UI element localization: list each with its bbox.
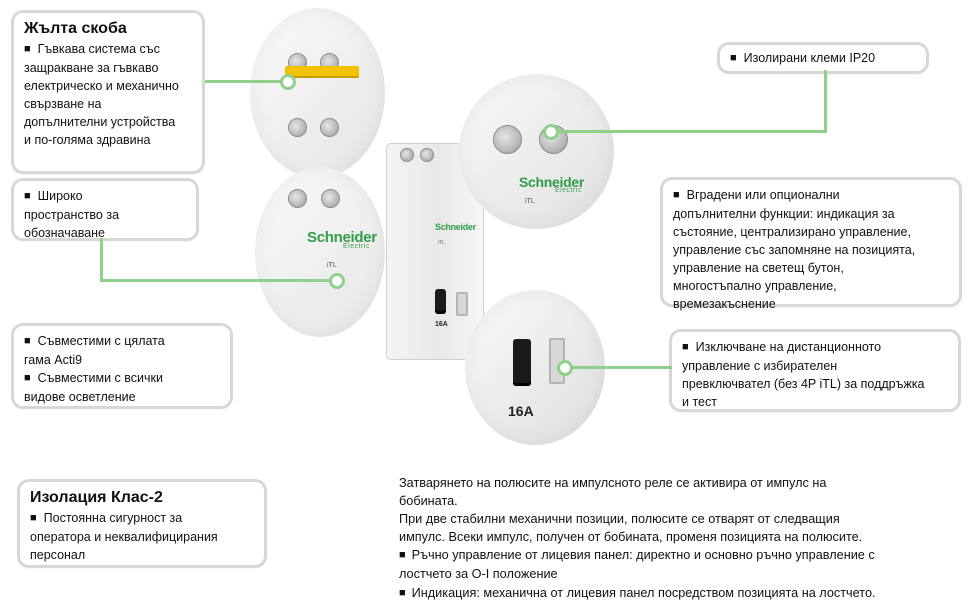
remote-off-line: Изключване на дистанционното <box>682 338 948 357</box>
model-label: iTL <box>327 262 337 269</box>
yellow-clip-image <box>285 66 359 78</box>
wide-space-line: пространство за <box>24 208 120 222</box>
wide-space-feature-box: Широко пространство за обозначаване <box>11 178 199 241</box>
yellow-clip-line: допълнителни устройства <box>24 115 176 129</box>
connector-dot <box>280 74 296 90</box>
yellow-clip-line: защракване за гъвкаво <box>24 61 159 75</box>
compatibility-line: гама Acti9 <box>24 353 83 367</box>
functions-feature-box: Вградени или опционални допълнителни фун… <box>660 177 962 311</box>
functions-line: времезакъснение <box>673 297 776 311</box>
description-line: При две стабилни механични позиции, полю… <box>399 512 840 527</box>
insulation-line: оператора и неквалифицирания <box>30 530 218 544</box>
remote-off-line: и тест <box>682 395 717 409</box>
insulation-feature-box: Изолация Клас-2 Постоянна сигурност за о… <box>17 479 267 568</box>
functions-line: управление на светещ бутон, <box>673 261 844 275</box>
relay-description: Затварянето на полюсите на импулсното ре… <box>399 474 947 601</box>
remote-off-line: превключвател (без 4P iTL) за поддръжка <box>682 377 925 391</box>
description-line: Ръчно управление от лицевия панел: дирек… <box>399 546 947 565</box>
yellow-clip-title: Жълта скоба <box>24 20 127 37</box>
device-toggle-lever <box>435 289 446 314</box>
connector-line <box>205 80 284 83</box>
yellow-clip-line: електрическо и механично <box>24 79 179 93</box>
compatibility-line: Съвместими с всички <box>24 369 220 388</box>
device-rating: 16A <box>435 321 448 328</box>
compatibility-line: видове осветление <box>24 390 136 404</box>
connector-line <box>100 238 103 281</box>
description-line: Затварянето на полюсите на импулсното ре… <box>399 476 827 490</box>
description-line: бобината. <box>399 494 458 509</box>
insulation-title: Изолация Клас-2 <box>30 489 163 506</box>
functions-line: състояние, централизирано управление, <box>673 225 911 239</box>
functions-line: управление със запомняне на позицията, <box>673 243 916 257</box>
connector-dot <box>329 273 345 289</box>
connector-line <box>565 366 672 369</box>
remote-off-line: управление с избирателен <box>682 359 838 373</box>
yellow-clip-photo <box>250 8 385 178</box>
connector-line <box>100 279 335 282</box>
description-line: лостчето за О-I положение <box>399 567 558 582</box>
functions-line: Вградени или опционални <box>673 186 949 205</box>
schneider-logo: Schneider Electric <box>307 229 377 250</box>
compatibility-feature-box: Съвместими с цялата гама Acti9 Съвместим… <box>11 323 233 409</box>
terminal-closeup-photo: Schneider Electric iTL <box>459 74 614 229</box>
connector-line <box>824 70 827 132</box>
yellow-clip-line: Гъвкава система със <box>24 40 192 59</box>
wide-space-line: обозначаване <box>24 226 106 240</box>
functions-line: допълнителни функции: индикация за <box>673 207 895 221</box>
yellow-clip-feature-box: Жълта скоба Гъвкава система със защраква… <box>11 10 205 174</box>
closeup-model-label: iTL <box>525 198 535 205</box>
connector-dot <box>543 124 559 140</box>
yellow-clip-line: и по-голяма здравина <box>24 133 151 147</box>
switch-closeup-photo: 16A <box>465 290 605 445</box>
schneider-logo: Schneider Electric <box>519 174 584 194</box>
label-area-photo: Schneider Electric iTL <box>255 167 385 337</box>
wide-space-line: Широко <box>24 187 186 206</box>
insulation-line: персонал <box>30 548 86 562</box>
functions-line: многостъпално управление, <box>673 279 837 293</box>
terminals-feature-box: Изолирани клеми IP20 <box>717 42 929 74</box>
yellow-clip-line: свързване на <box>24 97 102 111</box>
description-line: импулс. Всеки импулс, получен от бобинат… <box>399 530 863 545</box>
insulation-line: Постоянна сигурност за <box>30 509 254 528</box>
connector-line <box>552 130 827 133</box>
remote-off-feature-box: Изключване на дистанционното управление … <box>669 329 961 412</box>
device-indicator-window <box>456 292 468 316</box>
device-model-label: iTL <box>438 240 445 246</box>
connector-dot <box>557 360 573 376</box>
compatibility-line: Съвместими с цялата <box>24 332 220 351</box>
description-line: Индикация: механична от лицевия панел по… <box>399 584 947 601</box>
terminals-line: Изолирани клеми IP20 <box>730 49 916 68</box>
